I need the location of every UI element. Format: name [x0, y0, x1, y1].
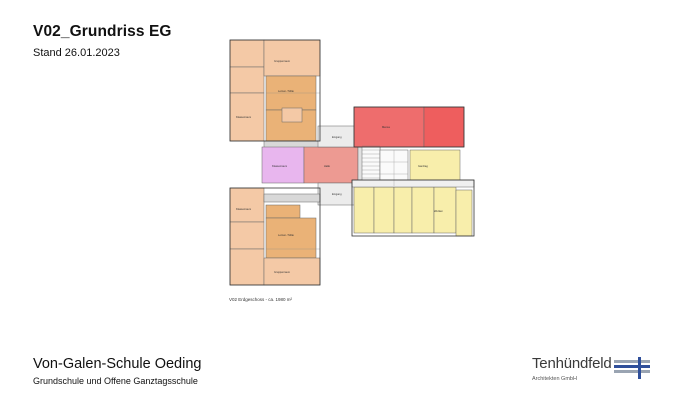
label-eingang-bottom: Eingang [332, 192, 342, 196]
room-lower-left-mid [229, 221, 265, 250]
ganztag-r2 [373, 186, 395, 234]
status-date: Stand 26.01.2023 [33, 47, 120, 59]
label-klassen-bottom: Klassenraum [236, 207, 251, 211]
mensa-kitchen [423, 106, 465, 148]
hall [303, 146, 359, 184]
room-upper-right-top [263, 39, 321, 77]
page-title: V02_Grundriss EG [33, 23, 172, 40]
plan-caption: V02 Erdgeschoss - ca. 1980 m² [229, 297, 293, 302]
label-lernen-top: Lernen / Mitte [278, 89, 294, 93]
room-lower-left-top [229, 187, 265, 223]
school-name: Von-Galen-Schule Oeding [33, 356, 202, 372]
corridor-lower [263, 193, 321, 203]
room-upper-left-top [229, 39, 265, 68]
label-gruppen-top: Gruppenraum [274, 59, 290, 63]
room-upper-left-top2 [229, 66, 265, 94]
label-musik: Klassenraum [272, 164, 287, 168]
label-halle: Halle [324, 164, 330, 168]
company-sub: Architekten GmbH [532, 376, 577, 382]
room-upper-left-mid [229, 92, 265, 142]
company-logo-mark [614, 357, 650, 379]
label-ganztag: Ganztag [418, 164, 428, 168]
school-subtitle: Grundschule und Offene Ganztagsschule [33, 376, 198, 386]
ganztag-r1 [353, 186, 375, 234]
room-lower-right-bottom [263, 257, 321, 286]
corridor-east [351, 179, 475, 188]
room-lower-small [265, 204, 301, 219]
label-eingang-top: Eingang [332, 135, 342, 139]
company-name: Tenhündfeld [532, 355, 612, 372]
room-lower-left-bottom [229, 248, 265, 286]
label-werken: Werken [434, 209, 443, 213]
ganztag-room-a [409, 149, 461, 183]
ganztag-r3 [393, 186, 413, 234]
ganztag-r4 [411, 186, 435, 234]
label-lernen-bottom: Lernen / Mitte [278, 233, 294, 237]
floor-plan: Gruppenraum Klassenraum Lernen / Mitte E… [229, 39, 475, 286]
label-mensa: Mensa [382, 125, 390, 129]
label-klassen-top: Klassenraum [236, 115, 251, 119]
room-lower-center [265, 217, 317, 259]
room-upper-small [281, 107, 303, 123]
ganztag-r6 [455, 189, 473, 237]
label-gruppen-bottom: Gruppenraum [274, 270, 290, 274]
company-logo: Tenhündfeld Architekten GmbH [532, 355, 652, 391]
